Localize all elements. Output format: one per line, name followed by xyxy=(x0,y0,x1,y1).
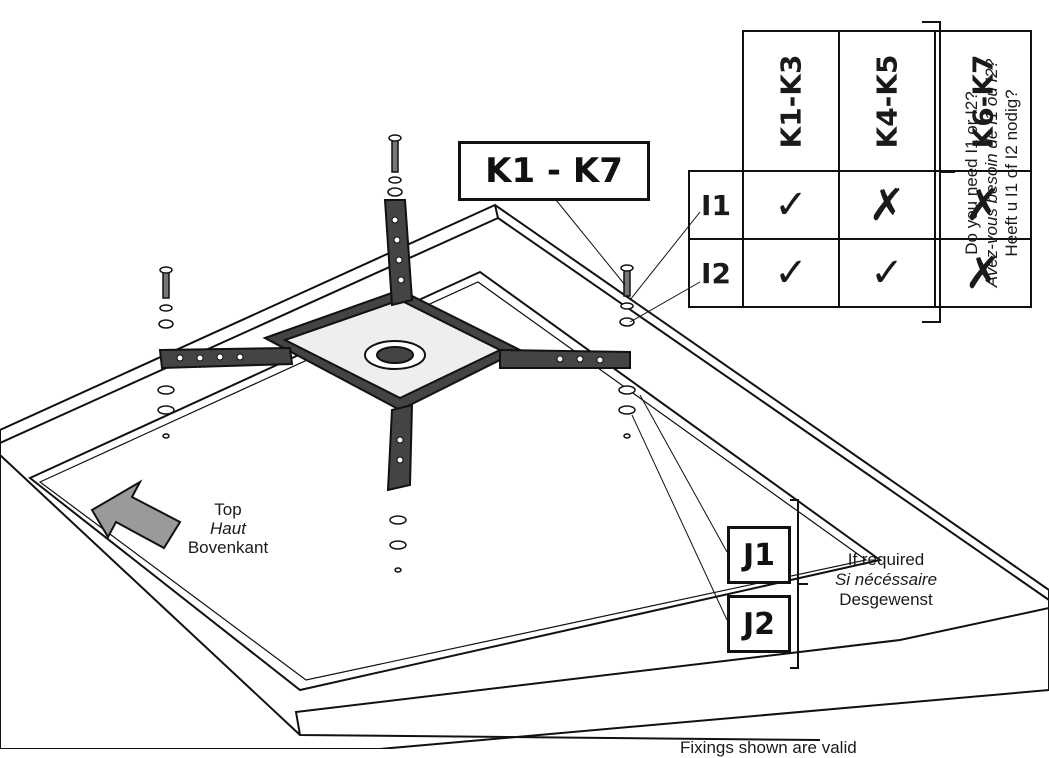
mounting-bracket xyxy=(158,199,631,492)
question-text: Do you need I1 or I2? Avez-vous besoin d… xyxy=(962,28,1022,318)
if-required-en: If required xyxy=(847,550,925,569)
cross-icon: ✗ xyxy=(933,238,1032,308)
check-icon: ✓ xyxy=(837,238,936,308)
row-header: I2 xyxy=(688,238,744,308)
spacer-j1-label: J1 xyxy=(727,526,791,584)
column-header: K4-K5 xyxy=(837,30,936,172)
row-header: I1 xyxy=(688,170,744,240)
footer-note: Fixings shown are valid xyxy=(680,738,857,757)
top-label-en: Top xyxy=(214,500,242,519)
check-icon: ✓ xyxy=(742,238,840,308)
question-en: Do you need I1 or I2? xyxy=(962,91,981,255)
top-label-fr: Haut xyxy=(210,519,246,538)
spacer-j2-label: J2 xyxy=(727,595,791,653)
top-direction-arrow xyxy=(90,479,182,550)
leader-lines xyxy=(551,194,728,621)
column-header: K6-K7 xyxy=(933,30,1032,172)
top-label: Top Haut Bovenkant xyxy=(168,500,288,557)
cross-icon: ✗ xyxy=(837,170,936,240)
screws-and-washers xyxy=(157,134,636,573)
arm-holes xyxy=(176,216,604,464)
if-required-nl: Desgewenst xyxy=(839,590,933,609)
top-label-nl: Bovenkant xyxy=(187,538,269,557)
column-header: K1-K3 xyxy=(742,30,840,172)
compatibility-table: K1-K3 K4-K5 K6-K7 I1 ✓ ✗ ✗ I2 ✓ ✓ ✗ xyxy=(688,30,1032,308)
question-nl: Heeft u I1 of I2 nodig? xyxy=(1002,89,1021,257)
cross-icon: ✗ xyxy=(933,170,1032,240)
check-icon: ✓ xyxy=(742,170,840,240)
if-required-label: If required Si nécéssaire Desgewenst xyxy=(806,550,966,610)
question-fr: Avez-vous besoin de I1 ou I2? xyxy=(982,58,1001,288)
fixing-set-label: K1 - K7 xyxy=(458,141,650,201)
if-required-fr: Si nécéssaire xyxy=(834,570,938,589)
